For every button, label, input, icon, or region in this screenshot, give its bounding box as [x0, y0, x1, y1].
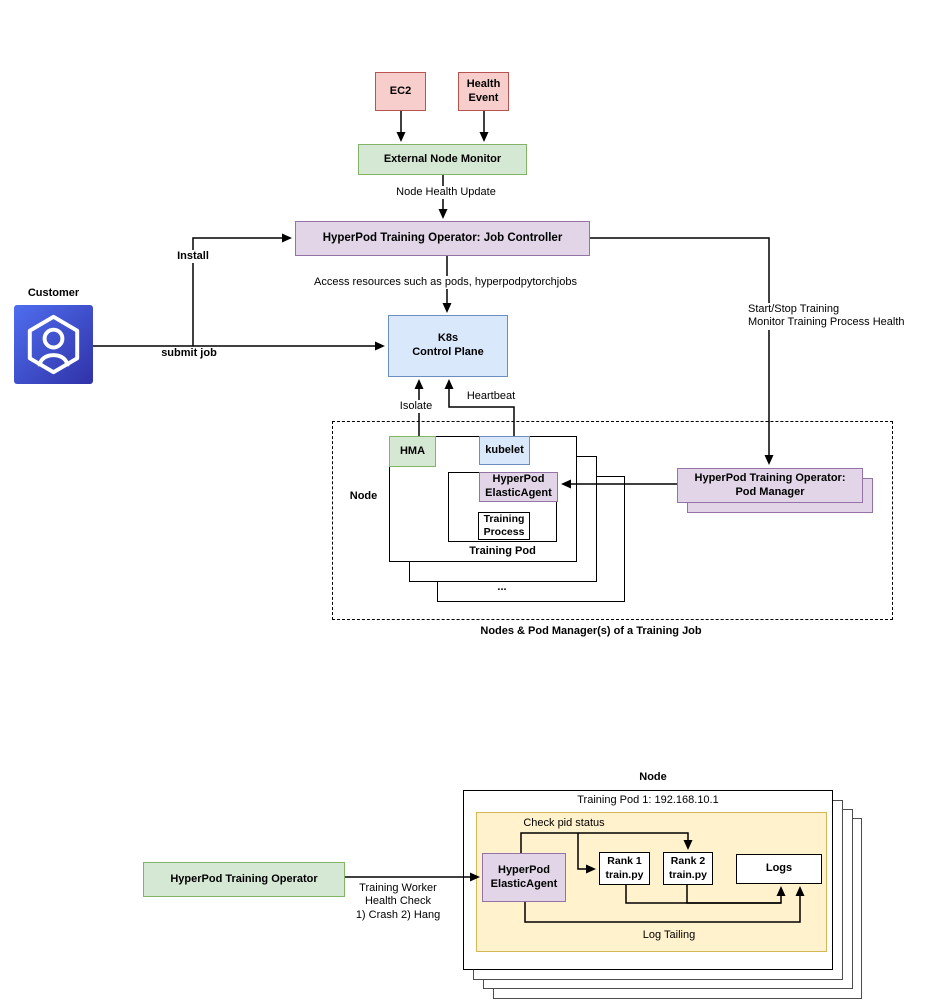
- access-resources-label: Access resources such as pods, hyperpodp…: [298, 276, 593, 290]
- log-tailing-label: Log Tailing: [642, 929, 696, 941]
- node-health-update-label: Node Health Update: [391, 186, 501, 200]
- external-node-monitor-box: External Node Monitor: [358, 144, 527, 175]
- hyperpod-training-operator-box: HyperPod Training Operator: [143, 862, 345, 897]
- rank1-box: Rank 1 train.py: [599, 852, 650, 885]
- person-head-icon: [42, 327, 65, 350]
- hma-box: HMA: [389, 436, 436, 467]
- training-pod-1-title: Training Pod 1: 192.168.10.1: [577, 794, 719, 806]
- customer-user-icon: [14, 305, 93, 384]
- job-controller-box: HyperPod Training Operator: Job Controll…: [295, 221, 590, 256]
- training-pod-label: Training Pod: [469, 545, 536, 557]
- bottom-node-label: Node: [639, 771, 667, 783]
- hexagon-icon: [27, 314, 80, 375]
- ellipsis-label: ...: [497, 581, 507, 593]
- submit-job-label: submit job: [161, 347, 217, 359]
- k8s-control-plane-box: K8s Control Plane: [388, 315, 508, 377]
- install-label: Install: [171, 250, 215, 264]
- bottom-elastic-agent-box: HyperPod ElasticAgent: [482, 853, 566, 902]
- rank2-box: Rank 2 train.py: [663, 852, 713, 885]
- elastic-agent-box: HyperPod ElasticAgent: [479, 472, 558, 502]
- person-body-icon: [37, 353, 70, 367]
- kubelet-box: kubelet: [479, 436, 530, 465]
- node-label: Node: [349, 490, 378, 502]
- health-check-label: Training Worker Health Check 1) Crash 2)…: [355, 882, 441, 921]
- logs-box: Logs: [736, 854, 822, 884]
- heartbeat-label: Heartbeat: [461, 390, 521, 404]
- customer-label: Customer: [27, 287, 80, 299]
- cluster-caption: Nodes & Pod Manager(s) of a Training Job: [480, 625, 702, 637]
- health-event-box: Health Event: [458, 72, 509, 111]
- start-stop-label: Start/Stop Training Monitor Training Pro…: [748, 303, 928, 330]
- pod-manager-box: HyperPod Training Operator: Pod Manager: [677, 468, 863, 503]
- isolate-label: Isolate: [392, 400, 440, 414]
- training-process-box: Training Process: [478, 512, 530, 540]
- ec2-box: EC2: [375, 72, 426, 111]
- check-pid-label: Check pid status: [523, 817, 605, 829]
